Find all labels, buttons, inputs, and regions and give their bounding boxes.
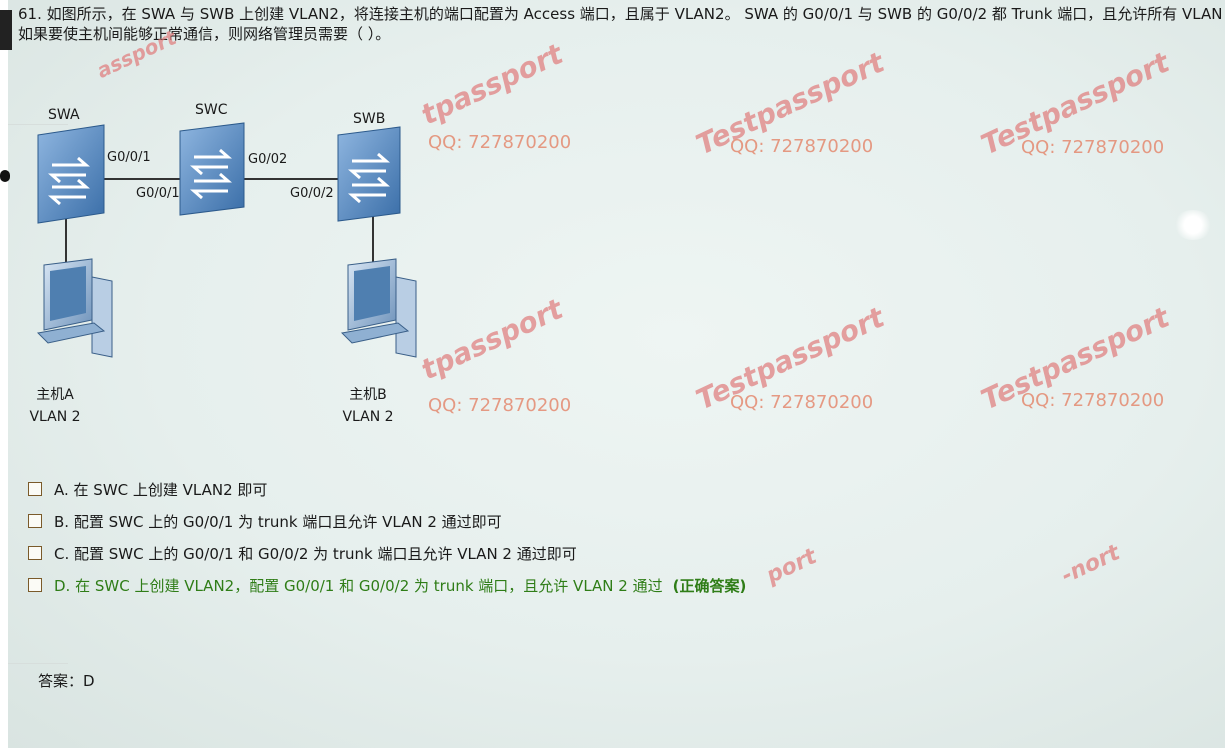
photo-frame: 61. 如图所示，在 SWA 与 SWB 上创建 VLAN2，将连接主机的端口配… (8, 0, 1225, 748)
question-mid: 端口，且属于 (575, 5, 675, 23)
option-d[interactable]: D. 在 SWC 上创建 VLAN2，配置 G0/0/1 和 G0/0/2 为 … (28, 569, 928, 601)
edge-mark (0, 10, 12, 50)
access-highlight: Access (523, 5, 576, 24)
vlan-highlight: VLAN (1182, 5, 1223, 24)
device-label-swa: SWA (48, 107, 80, 123)
divider-line (8, 124, 68, 125)
switch-icon-swc (179, 122, 245, 216)
port-label-swb-g002: G0/0/2 (290, 186, 334, 201)
computer-icon-host-b (340, 258, 417, 358)
host-a-vlan: VLAN 2 (29, 409, 81, 425)
switch-icon-swb (337, 126, 401, 222)
divider-line (8, 663, 68, 664)
host-b-vlan: VLAN 2 (342, 409, 394, 425)
question-line-2: 如果要使主机间能够正常通信，则网络管理员需要（ ）。 (18, 25, 391, 43)
option-b-checkbox[interactable] (28, 514, 42, 528)
host-a-label: 主机A VLAN 2 (10, 384, 100, 428)
computer-icon-host-a (36, 258, 113, 358)
vlan2-highlight: VLAN2 (674, 5, 725, 24)
option-a[interactable]: A. 在 SWC 上创建 VLAN2 即可 (28, 473, 928, 505)
option-b[interactable]: B. 配置 SWC 上的 G0/0/1 为 trunk 端口且允许 VLAN 2… (28, 505, 928, 537)
topology-diagram (36, 122, 417, 358)
option-c-text: C. 配置 SWC 上的 G0/0/1 和 G0/0/2 为 trunk 端口且… (54, 544, 577, 563)
device-label-swb: SWB (353, 111, 386, 127)
watermark-qq: QQ: 727870200 (1021, 390, 1165, 411)
host-b-label: 主机B VLAN 2 (323, 384, 413, 428)
question-prefix: 61. 如图所示，在 SWA 与 SWB 上创建 VLAN2，将连接主机的端口配… (18, 5, 524, 23)
option-c[interactable]: C. 配置 SWC 上的 G0/0/1 和 G0/0/2 为 trunk 端口且… (28, 537, 928, 569)
host-a-name: 主机A (36, 387, 74, 403)
answer-options: A. 在 SWC 上创建 VLAN2 即可 B. 配置 SWC 上的 G0/0/… (28, 473, 928, 601)
device-label-swc: SWC (195, 102, 228, 118)
watermark-brand: -nort (1057, 540, 1124, 589)
watermark-brand: tpassport (416, 292, 568, 387)
option-a-text: A. 在 SWC 上创建 VLAN2 即可 (54, 480, 268, 499)
option-d-checkbox[interactable] (28, 578, 42, 592)
port-label-swa-g001: G0/0/1 (107, 150, 151, 165)
light-glare (1173, 210, 1213, 240)
edge-bullet (0, 170, 10, 182)
answer-text: 答案：D (38, 672, 95, 690)
watermark-qq: QQ: 727870200 (1021, 137, 1165, 158)
option-a-checkbox[interactable] (28, 482, 42, 496)
watermark-qq: QQ: 727870200 (730, 392, 874, 413)
question-end: 通过 (1222, 5, 1223, 23)
option-d-text: D. 在 SWC 上创建 VLAN2，配置 G0/0/1 和 G0/0/2 为 … (54, 576, 663, 595)
option-b-text: B. 配置 SWC 上的 G0/0/1 为 trunk 端口且允许 VLAN 2… (54, 512, 502, 531)
option-c-checkbox[interactable] (28, 546, 42, 560)
switch-icon-swa (37, 124, 105, 224)
watermark-brand: tpassport (416, 37, 568, 132)
question-text: 61. 如图所示，在 SWA 与 SWB 上创建 VLAN2，将连接主机的端口配… (18, 4, 1223, 44)
port-label-swc-g001: G0/0/1 (136, 186, 180, 201)
correct-answer-tag: (正确答案) (672, 576, 747, 595)
watermark-qq: QQ: 727870200 (730, 136, 874, 157)
watermark-qq: QQ: 727870200 (428, 132, 572, 153)
watermark-qq: QQ: 727870200 (428, 395, 572, 416)
question-suffix: 。 SWA 的 G0/0/1 与 SWB 的 G0/0/2 都 Trunk 端口… (724, 5, 1183, 23)
port-label-swc-g002: G0/02 (248, 152, 288, 167)
host-b-name: 主机B (349, 387, 387, 403)
question-line-1: 61. 如图所示，在 SWA 与 SWB 上创建 VLAN2，将连接主机的端口配… (18, 4, 1223, 24)
